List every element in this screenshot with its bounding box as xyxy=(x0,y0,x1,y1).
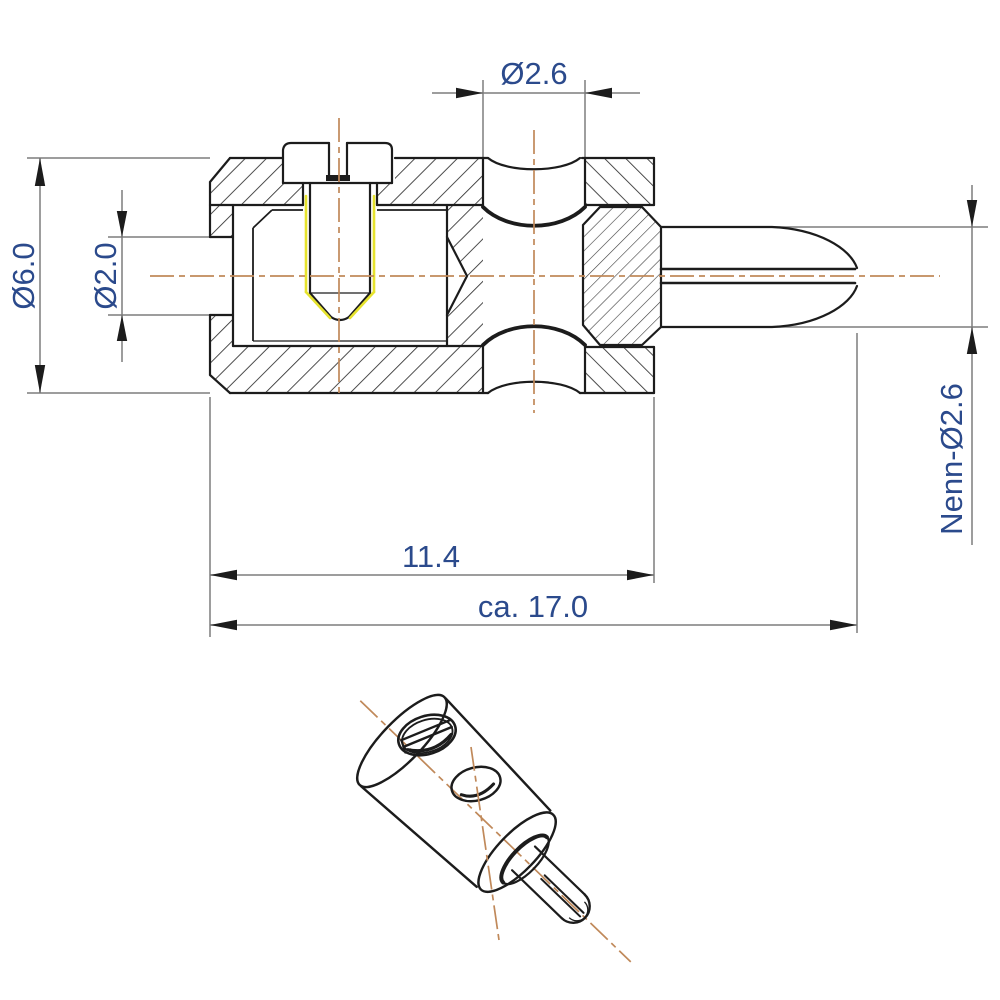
isometric-view xyxy=(356,693,632,963)
collar-shadow-arc xyxy=(499,833,549,885)
hatch-housing xyxy=(210,158,483,393)
pin-tip-inner xyxy=(568,901,589,922)
housing-outline xyxy=(208,156,656,395)
clamp-screw xyxy=(281,141,394,322)
collar-outer-ring xyxy=(477,811,557,894)
centerlines xyxy=(150,118,940,413)
hatch-sleeve xyxy=(585,158,654,393)
screw-slot-3d xyxy=(400,719,453,749)
label-bore-diameter: Ø2.0 xyxy=(88,242,123,309)
dimension-arrows xyxy=(34,87,978,631)
section-view xyxy=(27,80,988,637)
label-body-length: 11.4 xyxy=(402,539,460,574)
cavity-outline xyxy=(208,203,485,348)
dimension-labels: Ø2.6 Ø6.0 Ø2.0 Nenn-Ø2.6 11.4 ca. 17.0 xyxy=(6,56,969,624)
isometric-screw-hole xyxy=(397,713,457,757)
label-cross-hole-diameter: Ø2.6 xyxy=(500,56,567,91)
pin-slot-lines xyxy=(540,874,585,918)
isometric-body xyxy=(356,693,632,963)
contact-pin xyxy=(659,225,859,329)
bore-cone-void xyxy=(447,237,467,315)
wire-hole-centerline xyxy=(470,746,500,941)
extension-lines xyxy=(27,80,988,637)
label-body-diameter: Ø6.0 xyxy=(6,242,41,309)
pin-side-lines xyxy=(511,845,586,920)
dimensions xyxy=(34,87,978,631)
body-side-lines xyxy=(359,697,552,888)
label-pin-nominal-diameter: Nenn-Ø2.6 xyxy=(934,383,969,535)
label-overall-length: ca. 17.0 xyxy=(478,589,588,624)
screw-slot-bottom xyxy=(326,175,350,181)
isometric-wire-hole xyxy=(450,765,502,803)
